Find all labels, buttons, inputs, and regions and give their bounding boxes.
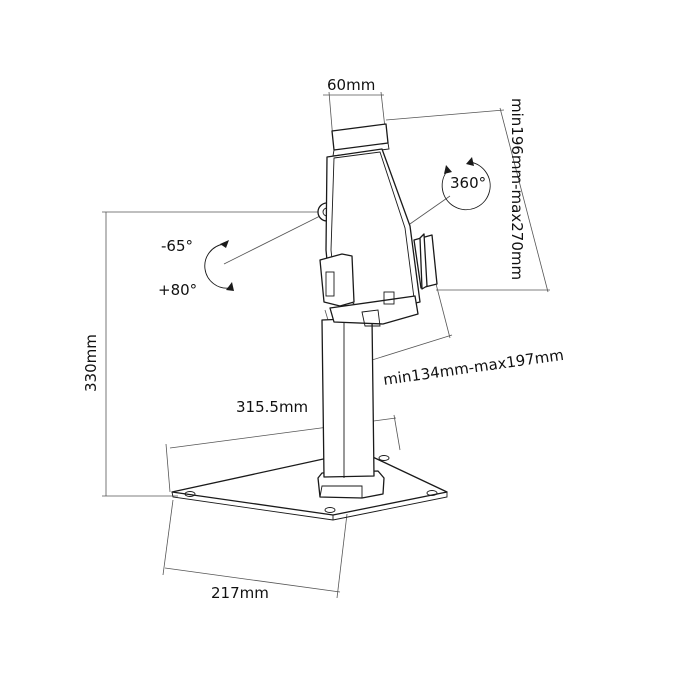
rotation-arrows <box>204 157 491 291</box>
base-width-label: 217mm <box>211 584 269 602</box>
arrow-head-icon <box>466 157 474 166</box>
base-plate <box>171 450 448 521</box>
tilt-down-angle-label: -65° <box>161 237 193 255</box>
screw-hole <box>184 491 196 497</box>
width-range-label: min134mm-max197mm <box>382 346 565 389</box>
screw-hole <box>378 455 390 461</box>
arrow-head-icon <box>444 165 452 174</box>
base-length-label: 315.5mm <box>236 398 308 416</box>
tilt-up-angle-label: +80° <box>158 281 197 299</box>
arrow-head-icon <box>220 240 229 248</box>
dimension-lines <box>102 91 550 599</box>
height-range-label: min196mm-max270mm <box>508 98 526 280</box>
width-top-label: 60mm <box>327 76 375 94</box>
screw-hole <box>426 490 438 496</box>
stand-pole <box>321 317 375 478</box>
swivel-arrow-icon <box>441 161 491 211</box>
tilt-arrow-icon <box>204 243 231 289</box>
swivel-angle-label: 360° <box>450 174 486 192</box>
arrow-head-icon <box>226 282 234 291</box>
tablet-holder <box>317 123 438 327</box>
screw-hole <box>324 507 336 513</box>
total-height-label: 330mm <box>82 334 100 392</box>
